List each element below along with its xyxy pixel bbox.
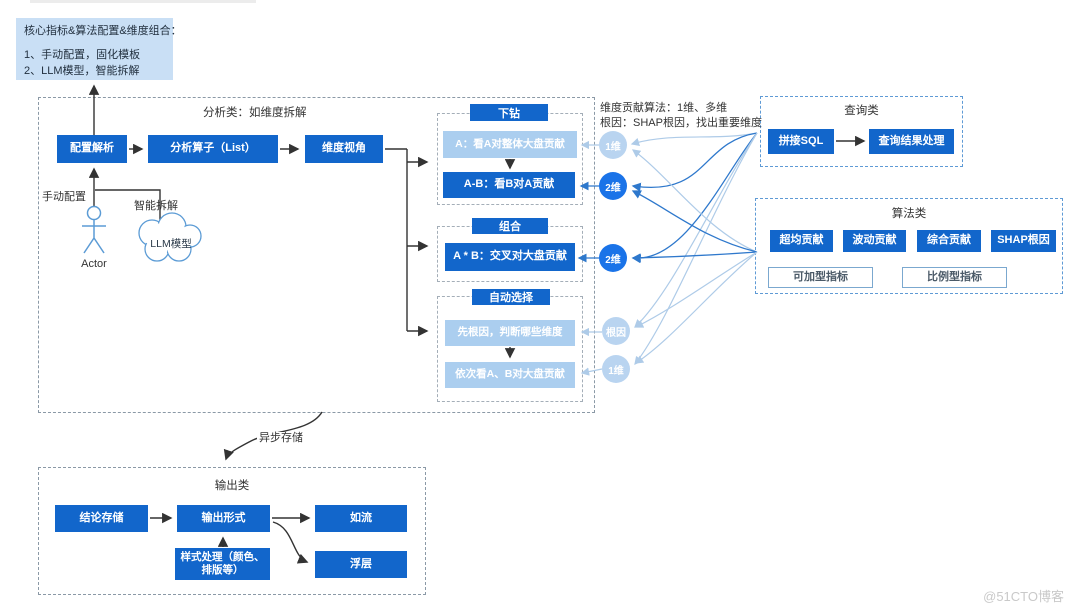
output-format-box: 输出形式 [177,505,270,532]
note-spacer [24,40,165,48]
note-item-1: 1、手动配置，固化模板 [24,48,141,61]
combine-step1-box: A * B：交叉对大盘贡献 [445,243,575,271]
query-container [760,96,963,167]
manual-config-label: 手动配置 [42,191,86,203]
algo-box-ratio: 比例型指标 [902,267,1007,288]
dim-circle-2wei-b: 2维 [599,244,627,272]
llm-label: LLM模型 [150,238,192,250]
drill-step1-box: A：看A对整体大盘贡献 [443,131,577,158]
note-item-2: 2、LLM模型，智能拆解 [24,64,140,77]
auto-step2-box: 依次看A、B对大盘贡献 [445,362,575,388]
watermark: @51CTO博客 [983,589,1064,604]
algo-box-additive: 可加型指标 [768,267,873,288]
auto-step1-box: 先根因，判断哪些维度 [445,320,575,346]
style-process-box: 样式处理（颜色、排版等） [175,548,270,580]
dimension-view-box: 维度视角 [305,135,383,163]
ruliu-box: 如流 [315,505,407,532]
auto-title: 自动选择 [472,289,550,305]
output-title: 输出类 [214,480,250,492]
dimension-annotation: 维度贡献算法：1维、多维 根因：SHAP根因，找出重要维度 [600,101,762,131]
note-box: 核心指标&算法配置&维度组合： 1、手动配置，固化模板 2、LLM模型，智能拆解 [16,18,182,80]
drill-step2-box: A-B：看B对A贡献 [443,172,575,198]
conclusion-store-box: 结论存储 [55,505,148,532]
query-bundle-curves [630,132,758,365]
combine-title: 组合 [472,218,548,234]
note-title: 核心指标&算法配置&维度组合： [24,25,182,37]
dim-circle-1wei-a: 1维 [599,131,627,159]
output-container [38,467,426,595]
overlay-box: 浮层 [315,551,407,578]
async-store-label: 异步存储 [257,429,305,445]
actor-label: Actor [81,258,107,270]
algo-title: 算法类 [891,208,927,220]
algo-box-zonghe: 综合贡献 [917,230,981,252]
operator-list-box: 分析算子（List） [148,135,278,163]
query-result-box: 查询结果处理 [869,129,954,154]
concat-sql-box: 拼接SQL [768,129,834,154]
analysis-title: 分析类：如维度拆解 [203,107,307,119]
drill-title: 下钻 [470,104,548,121]
algo-box-chaojun: 超均贡献 [770,230,833,252]
algo-box-bodong: 波动贡献 [843,230,906,252]
annotation-line-2: 根因：SHAP根因，找出重要维度 [600,117,762,129]
cropped-top-strip [30,0,256,3]
async-store-text: 异步存储 [257,432,305,444]
query-title: 查询类 [844,105,879,117]
annotation-line-1: 维度贡献算法：1维、多维 [600,102,728,114]
config-parse-box: 配置解析 [57,135,127,163]
smart-split-label: 智能拆解 [134,200,178,212]
dim-circle-2wei-a: 2维 [599,172,627,200]
dim-circle-genyin: 根因 [602,317,630,345]
algo-box-shap: SHAP根因 [991,230,1056,252]
dim-circle-1wei-b: 1维 [602,355,630,383]
algo-bundle-curves [631,149,758,364]
